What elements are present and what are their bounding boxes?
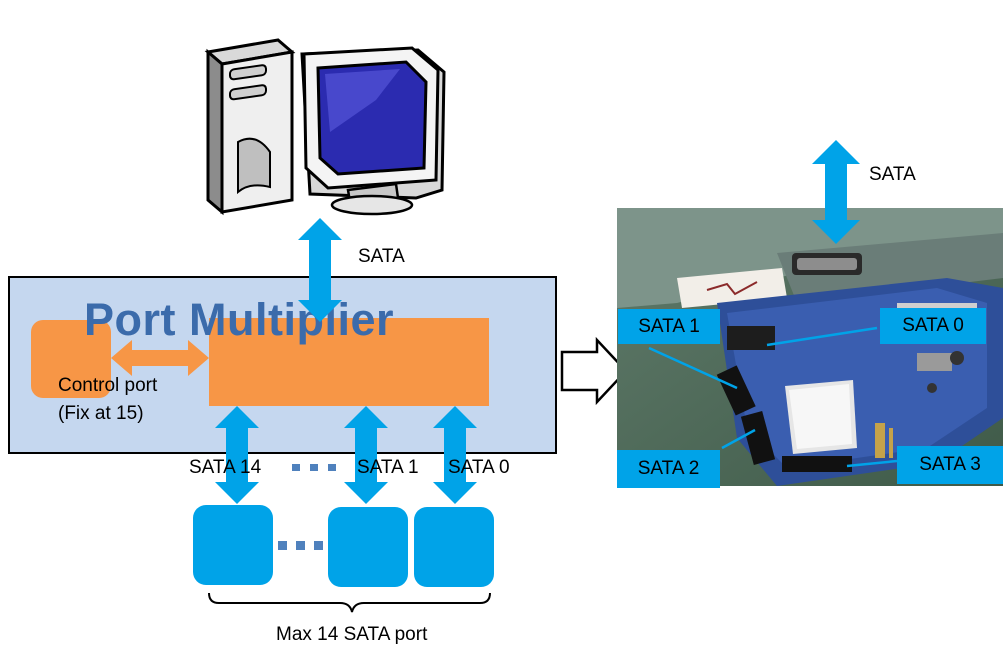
sata14-link-arrow <box>215 406 259 504</box>
bottom-caption: Max 14 SATA port <box>276 624 428 645</box>
port-dot <box>328 464 336 471</box>
control-port-note: (Fix at 15) <box>58 403 144 424</box>
port-multiplier-title: Port Multiplier <box>84 294 394 345</box>
drive-dot <box>296 541 305 550</box>
drive-sata14 <box>193 505 273 585</box>
callout-sata0: SATA 0 <box>880 308 986 344</box>
multiplier-core-block <box>209 318 489 406</box>
port-dot <box>292 464 300 471</box>
desktop-computer-icon <box>204 38 446 216</box>
callout-sata3: SATA 3 <box>897 446 1003 484</box>
callout-sata1: SATA 1 <box>618 309 720 344</box>
port-dot <box>310 464 318 471</box>
host-link-arrow <box>298 218 342 322</box>
port-label-sata1: SATA 1 <box>357 457 419 478</box>
control-link-arrow <box>111 340 209 376</box>
to-photo-arrow <box>560 336 628 406</box>
drive-dot <box>278 541 287 550</box>
photo-link-label: SATA <box>869 164 916 185</box>
sata0-link-arrow <box>433 406 477 504</box>
callout-sata2: SATA 2 <box>617 450 720 488</box>
sata1-link-arrow <box>344 406 388 504</box>
drive-dot <box>314 541 323 550</box>
drive-sata1 <box>328 507 408 587</box>
host-link-label: SATA <box>358 246 405 267</box>
drive-sata0 <box>414 507 494 587</box>
control-port-block <box>31 320 111 398</box>
board-photo <box>617 208 1003 486</box>
port-label-sata14: SATA 14 <box>189 457 262 478</box>
photo-link-arrow <box>812 140 860 244</box>
bottom-brace <box>208 592 491 613</box>
port-label-sata0: SATA 0 <box>448 457 510 478</box>
control-port-label: Control port <box>58 375 158 396</box>
